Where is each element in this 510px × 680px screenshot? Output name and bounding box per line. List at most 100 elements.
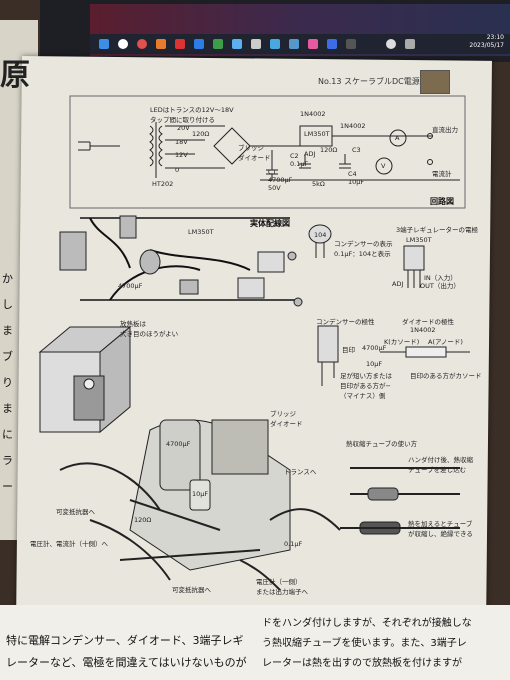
app-icon <box>346 39 356 49</box>
label-ammeter: A <box>395 134 400 142</box>
start-icon <box>99 39 109 49</box>
label-heatsink: 放熱板は 大き目のほうがよい <box>120 320 179 338</box>
page-header: No.13 スケーラブルDC電源 <box>318 77 420 86</box>
wire <box>165 125 225 169</box>
label-12v: 12V <box>175 151 188 159</box>
bridge-diode-drawing <box>211 419 269 475</box>
label-cap-polarity: コンデンサーの極性 <box>316 318 375 326</box>
label-r120-parts: 120Ω <box>134 516 152 524</box>
terminal-strip <box>119 499 261 561</box>
photo-thumbnail <box>420 70 450 94</box>
taskbar: 23:10 2023/05/17 <box>90 34 510 54</box>
body-text-left-2: レーターなど、電極を間違えてはいけないものが <box>6 656 247 669</box>
clock-date: 2023/05/17 <box>469 42 504 49</box>
label-voltmeter: V <box>381 162 386 170</box>
label-reg-out: OUT（出力） <box>420 282 460 290</box>
label-c4: C4 10μF <box>348 170 365 186</box>
label-to-trans: トランスへ <box>284 468 317 476</box>
side-text: ブ <box>2 350 13 363</box>
side-text: に <box>2 428 13 441</box>
label-cap-4700: 4700μF <box>362 344 387 352</box>
component <box>179 279 199 295</box>
label-ht202: HT202 <box>152 180 174 188</box>
label-bridge-parts: ブリッジ ダイオード <box>270 410 303 428</box>
label-pot: 5kΩ <box>312 180 325 188</box>
wires <box>59 462 341 591</box>
ac-plug <box>78 141 91 151</box>
app-icon <box>232 39 242 49</box>
app-icon <box>289 39 299 49</box>
led-note: LEDはトランスの12V〜18V タップ間に取り付ける <box>150 106 234 124</box>
big-character: 原 <box>0 58 30 93</box>
mail-icon <box>251 39 261 49</box>
electrolytic-capacitor <box>317 325 339 363</box>
label-c01: 0.1μF <box>284 540 303 548</box>
circuit-title: 回路図 <box>430 197 454 206</box>
label-0: 0 <box>175 166 180 174</box>
side-text: ラ <box>2 454 13 467</box>
app-icon <box>213 39 223 49</box>
label-dc-out: 直流出力 <box>432 126 458 134</box>
label-shrink-title: 熱収縮チューブの使い方 <box>346 440 418 448</box>
label-reg-note: 3端子レギュレーターの電極 <box>396 226 479 234</box>
terminal <box>427 133 433 139</box>
clock: 23:10 2023/05/17 <box>469 34 504 50</box>
side-text: ま <box>2 324 13 337</box>
label-cap-10: 10μF <box>366 360 383 368</box>
label-1n4002: 1N4002 <box>300 110 326 118</box>
ammeter-drawing <box>257 251 285 273</box>
terminal <box>293 297 303 307</box>
transformer-secondary <box>158 125 163 167</box>
label-var-res2: 可変抵抗器へ <box>172 586 211 594</box>
label-meter: 電流計 <box>432 170 452 178</box>
label-shrink-1: ハンダ付け後、熱収縮 チューブを差し込む <box>408 456 473 474</box>
capacitor-c3 <box>339 154 351 169</box>
wire <box>149 249 251 271</box>
app-icon <box>327 39 337 49</box>
wifi-icon <box>405 39 415 49</box>
terminal <box>287 251 297 261</box>
label-18v: 18V <box>175 138 188 146</box>
label-meters: 電圧計、電流計（十側）へ <box>30 540 108 548</box>
label-reg-name: LM350T <box>406 236 432 244</box>
body-text-right-1: ドをハンダ付けしますが、それぞれが接触しな <box>262 618 472 629</box>
capacitor-leads <box>315 242 325 258</box>
wiring-title: 実体配線図 <box>250 219 290 228</box>
regulator-drawing <box>119 215 137 239</box>
label-shrink-2: 熱を加えるとチューブ が収縮し、絶縁できる <box>408 520 473 538</box>
diode-drawing <box>405 346 447 358</box>
label-1n4002-b: 1N4002 <box>340 122 366 130</box>
voltmeter-drawing <box>237 277 265 299</box>
label-cap-mark: 目印 <box>342 346 355 354</box>
label-reg-in: IN（入力） <box>424 274 457 282</box>
label-adj: ADJ <box>304 150 316 158</box>
mounting-screw <box>83 378 95 390</box>
body-text-right-3: レーターは熱を出すので放熱板を付けますが <box>262 658 462 669</box>
label-diode-k: K(カソード) <box>384 338 420 346</box>
cloud-icon <box>386 39 396 49</box>
capacitor-leads <box>321 362 335 386</box>
label-20v: 20V <box>177 124 190 132</box>
search-icon <box>118 39 128 49</box>
label-var-res: 可変抵抗器へ <box>56 508 95 516</box>
label-cap-minus: 足が短い方または 目印がある方が− （マイナス）側 <box>340 372 392 400</box>
monitor: 23:10 2023/05/17 <box>40 0 510 62</box>
label-120ohm-b: 120Ω <box>320 146 338 154</box>
label-c3: C3 <box>352 146 361 154</box>
label-cap-big: 4700μF <box>166 440 191 448</box>
app-icon <box>194 39 204 49</box>
label-lm350t: LM350T <box>304 130 330 138</box>
capacitor-c1 <box>266 150 278 180</box>
transformer-primary <box>149 125 154 167</box>
label-c2: C2 0.1μF <box>290 152 309 168</box>
app-icon <box>308 39 318 49</box>
wire <box>80 217 300 301</box>
terminal <box>427 159 433 165</box>
app-icon <box>156 39 166 49</box>
body-text-left-1: 特に電解コンデンサー、ダイオード、3端子レギ <box>6 634 244 647</box>
app-icon <box>270 39 280 49</box>
capacitor-drawing <box>139 249 161 275</box>
side-text: ま <box>2 402 13 415</box>
